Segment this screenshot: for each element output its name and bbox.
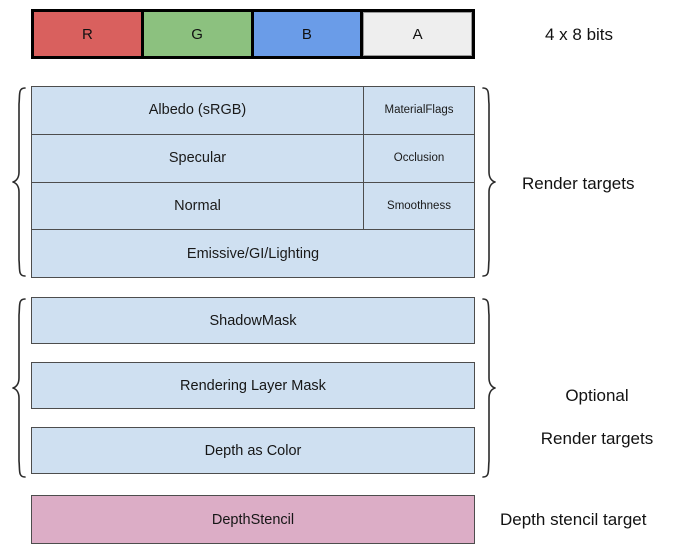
channel-cell-a: A — [363, 12, 472, 56]
render-target-label-occlusion: Occlusion — [393, 152, 445, 165]
channel-label-g: G — [191, 25, 203, 43]
render-target-label-normal: Normal — [174, 197, 221, 214]
render-target-main-specular: Specular — [32, 135, 363, 182]
optional-target-label-rendering-layer-mask: Rendering Layer Mask — [180, 377, 326, 394]
optional-side-label-line-2: Render targets — [540, 429, 654, 449]
render-target-side-smoothness: Smoothness — [363, 182, 474, 230]
depth-stencil-box: DepthStencil — [31, 495, 475, 544]
render-target-side-occlusion: Occlusion — [363, 134, 474, 182]
channel-cell-r: R — [34, 12, 141, 56]
channel-label-r: R — [81, 25, 93, 43]
optional-target-box-shadowmask: ShadowMask — [31, 297, 475, 344]
optional-target-box-rendering-layer-mask: Rendering Layer Mask — [31, 362, 475, 409]
optional-render-targets-side-label: Optional Render targets — [522, 363, 672, 472]
channel-cell-g: G — [143, 12, 251, 56]
depth-stencil-side-label: Depth stencil target — [500, 510, 647, 529]
render-target-row-albedo: Albedo (sRGB) MaterialFlags — [32, 87, 474, 135]
rgba-channel-strip: R G B A — [31, 9, 475, 59]
render-target-main-normal: Normal — [32, 183, 363, 230]
channel-label-b: B — [301, 25, 312, 43]
optional-target-label-depth-as-color: Depth as Color — [204, 442, 302, 459]
channel-label-a: A — [412, 25, 423, 43]
left-brace-render-targets — [12, 87, 26, 277]
channel-cell-b: B — [253, 12, 361, 56]
render-target-row-normal: Normal Smoothness — [32, 182, 474, 231]
channel-strip-side-label: 4 x 8 bits — [545, 25, 614, 44]
render-target-label-smoothness: Smoothness — [387, 199, 451, 212]
optional-target-label-shadowmask: ShadowMask — [209, 312, 297, 329]
render-target-main-emissive: Emissive/GI/Lighting — [32, 230, 474, 277]
render-targets-table: Albedo (sRGB) MaterialFlags Specular Occ… — [31, 86, 475, 278]
render-target-label-emissive: Emissive/GI/Lighting — [186, 245, 320, 262]
render-targets-side-label: Render targets — [522, 174, 635, 193]
render-target-label-materialflags: MaterialFlags — [384, 104, 454, 117]
render-target-side-materialflags: MaterialFlags — [363, 87, 474, 134]
optional-side-label-line-1: Optional — [565, 385, 629, 405]
render-target-row-specular: Specular Occlusion — [32, 134, 474, 183]
depth-stencil-label: DepthStencil — [211, 511, 295, 528]
render-target-row-emissive: Emissive/GI/Lighting — [32, 230, 474, 277]
render-target-main-albedo: Albedo (sRGB) — [32, 87, 363, 134]
left-brace-optional-render-targets — [12, 298, 26, 478]
optional-target-box-depth-as-color: Depth as Color — [31, 427, 475, 474]
right-brace-optional-render-targets — [482, 298, 496, 478]
render-target-label-specular: Specular — [168, 150, 227, 167]
right-brace-render-targets — [482, 87, 496, 277]
render-target-label-albedo: Albedo (sRGB) — [148, 102, 247, 119]
